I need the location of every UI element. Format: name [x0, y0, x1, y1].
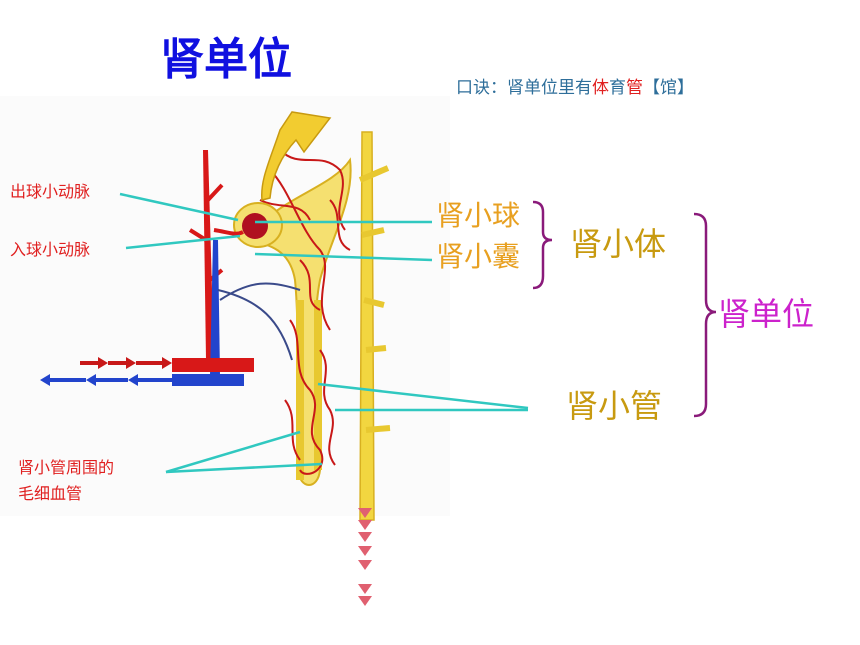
label-efferent-arteriole: 出球小动脉	[10, 182, 91, 201]
pointer-lines	[119, 192, 529, 474]
collecting-duct	[359, 131, 375, 521]
artery-vertical	[203, 150, 214, 360]
vein-vertical	[210, 240, 220, 375]
afferent-arteriole-shape	[213, 228, 244, 236]
brace-nephron	[693, 212, 717, 418]
mnemonic-part2: 体	[592, 78, 609, 98]
collecting-duct-branches	[358, 165, 391, 433]
illustration-background	[0, 96, 450, 516]
mnemonic-part5: 【馆】	[643, 78, 694, 98]
label-renal-corpuscle: 肾小体	[570, 225, 667, 263]
flow-arrow-yellow	[261, 111, 332, 201]
mnemonic-part3: 育	[609, 78, 626, 98]
renal-vein-horizontal	[172, 374, 244, 386]
label-renal-tubule: 肾小管	[566, 387, 663, 425]
mnemonic-part4: 管	[626, 78, 643, 98]
capillary-network	[259, 149, 351, 475]
urine-flow-arrows	[358, 508, 372, 606]
page-title: 肾单位	[160, 34, 292, 85]
inflow-arrows	[80, 357, 172, 369]
renal-artery-horizontal	[172, 358, 254, 372]
label-glomerulus: 肾小球	[436, 199, 521, 232]
outflow-arrows	[40, 374, 172, 386]
label-peritubular-line1: 肾小管周围的	[18, 458, 115, 477]
brace-corpuscle	[532, 200, 553, 290]
mnemonic-line: 口诀：肾单位里有体育管【馆】	[456, 76, 694, 100]
glomerulus-shape	[242, 213, 268, 239]
mnemonic-part1: 肾单位里有	[507, 78, 592, 98]
label-nephron: 肾单位	[718, 295, 815, 333]
label-afferent-arteriole: 入球小动脉	[10, 240, 91, 259]
label-peritubular-line2: 毛细血管	[18, 484, 83, 503]
mnemonic-prefix: 口诀：	[456, 78, 507, 98]
label-bowman-capsule: 肾小囊	[436, 240, 521, 273]
